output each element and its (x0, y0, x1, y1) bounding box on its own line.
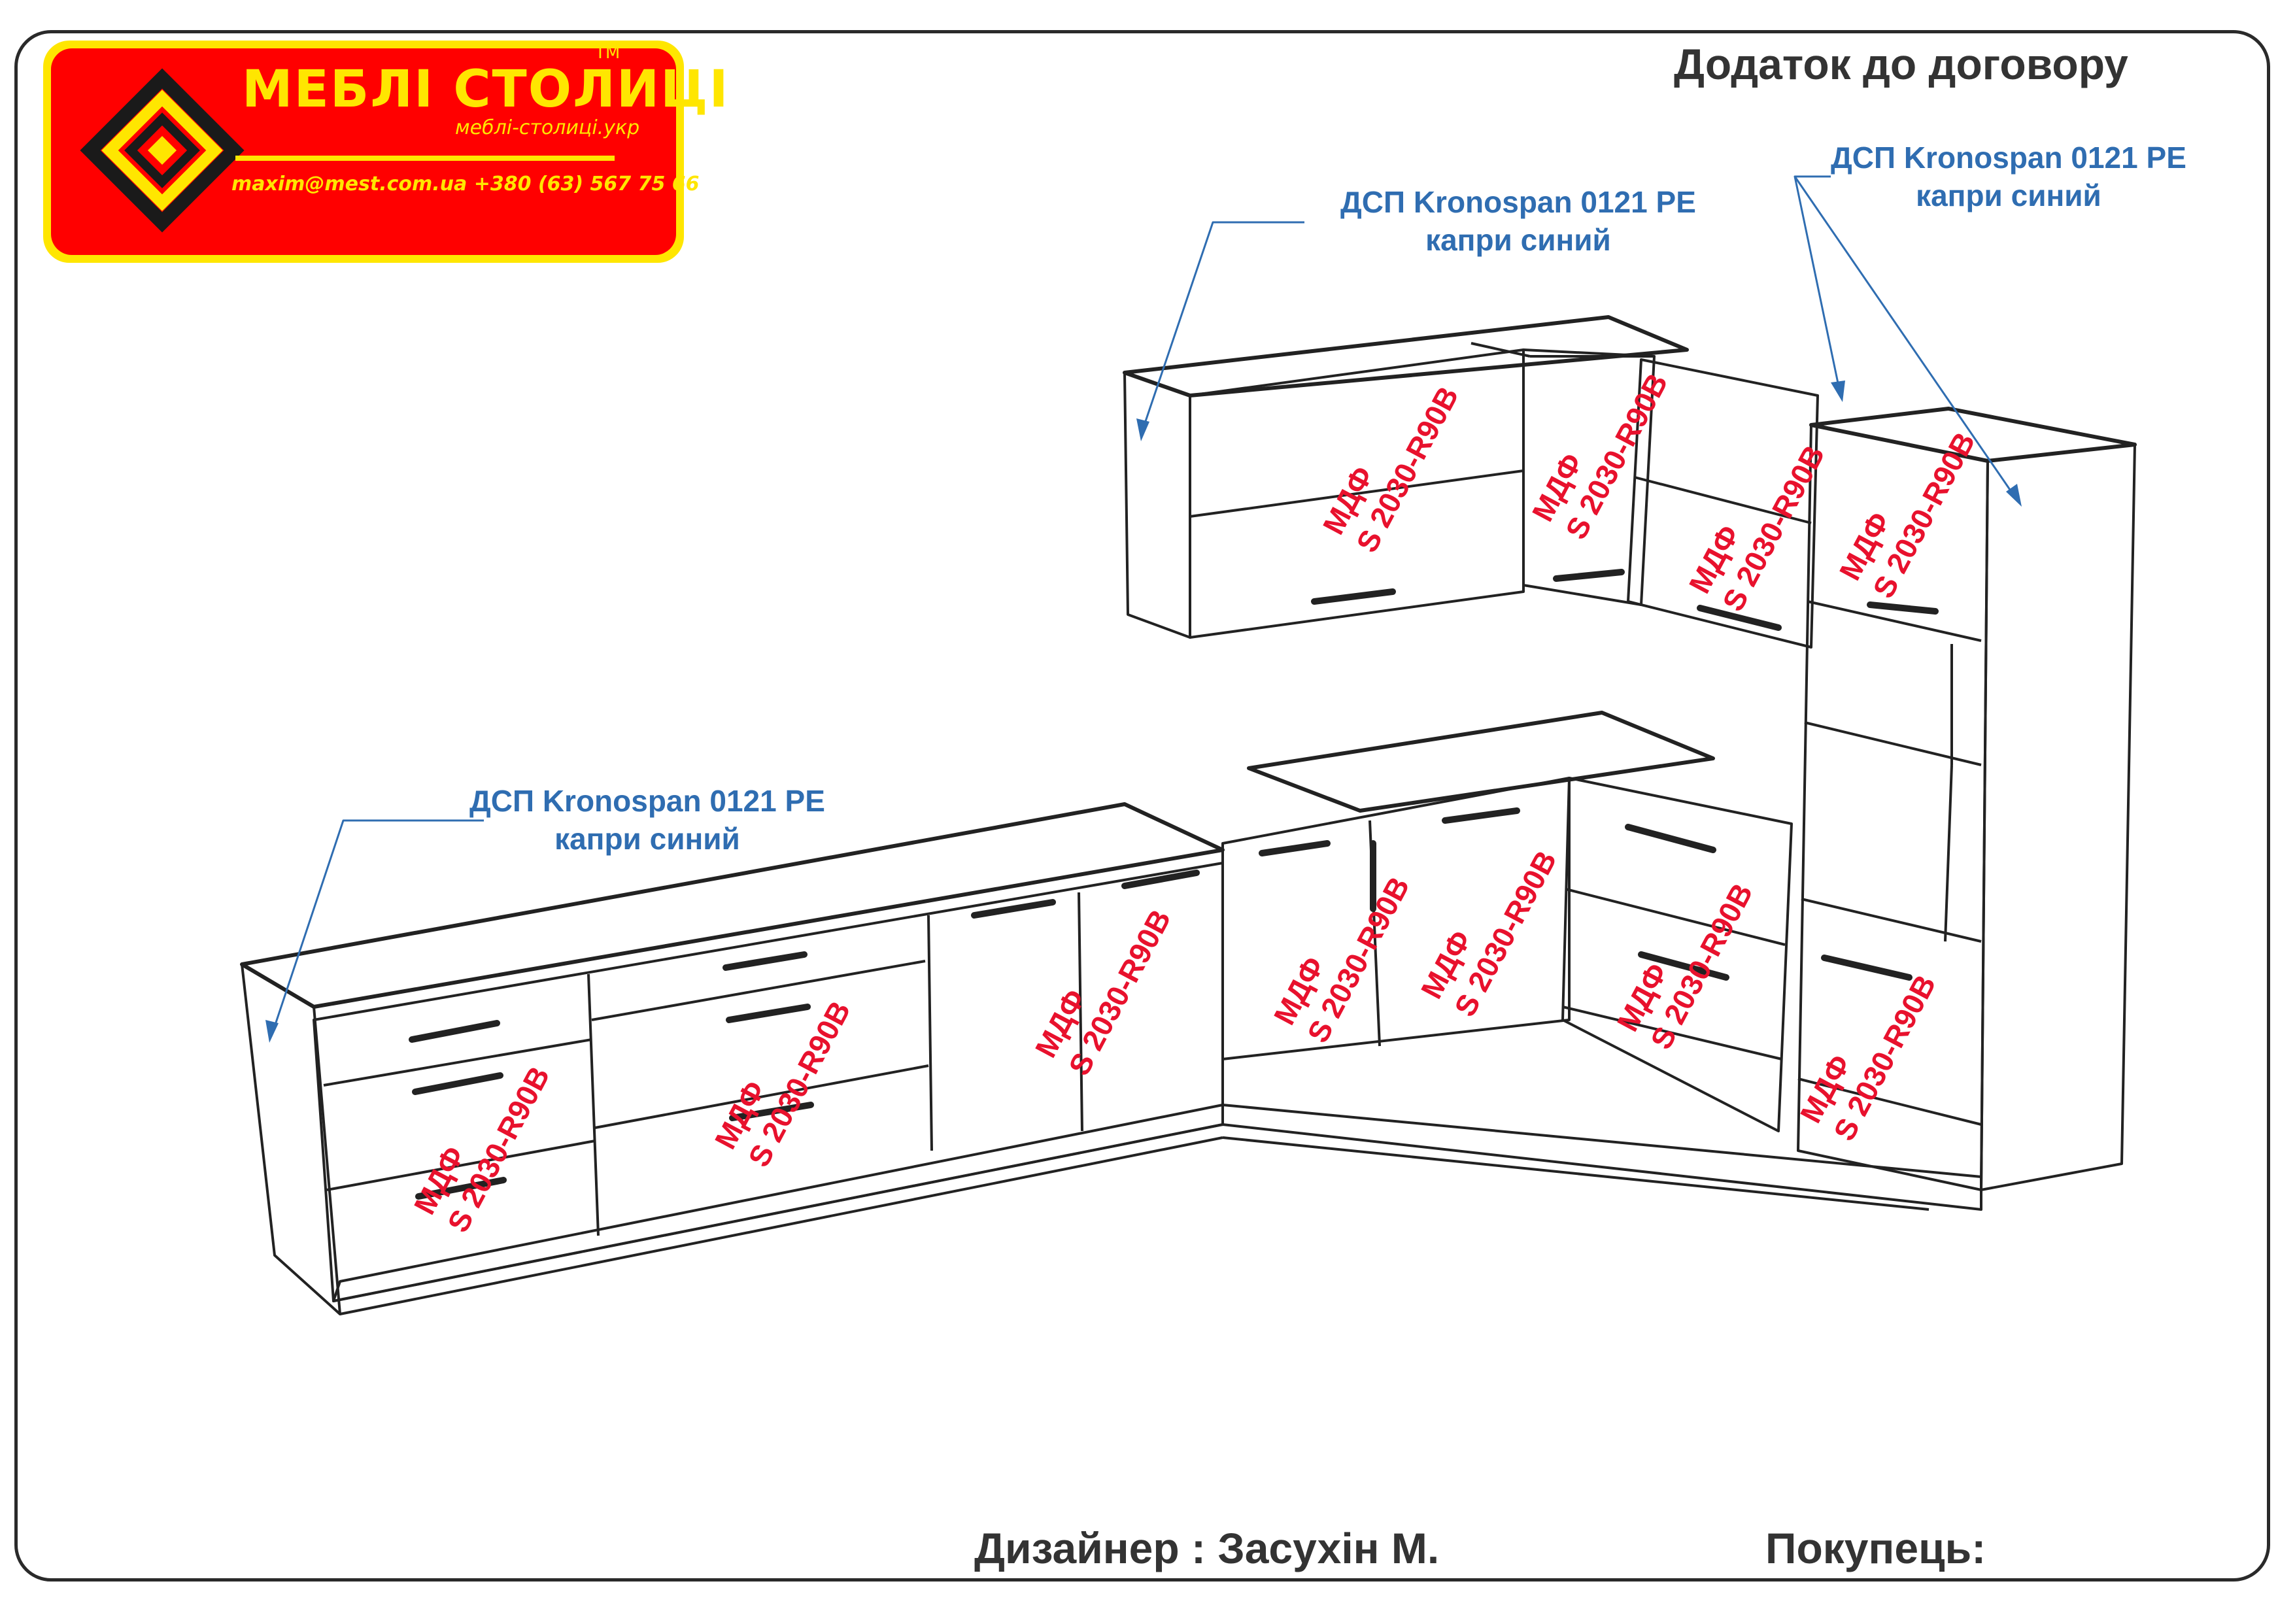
material-note-base: ДСП Kronospan 0121 PE капри синий (469, 782, 825, 858)
logo-website: меблі-столиці.укр (455, 116, 640, 139)
tall-column (1797, 407, 2137, 1191)
drawing-frame (14, 30, 2270, 1582)
company-logo (43, 41, 684, 263)
material-note-column: ДСП Kronospan 0121 PE капри синий (1831, 139, 2186, 214)
diamond-icon (80, 68, 245, 233)
material-note-upper: ДСП Kronospan 0121 PE капри синий (1340, 183, 1696, 259)
logo-brand-name: МЕБЛІ СТОЛИЦІ (242, 60, 730, 119)
leader-lines (270, 175, 2018, 1037)
customer-label: Покупець: (1765, 1524, 1986, 1572)
note-line-1: ДСП Kronospan 0121 PE (469, 784, 825, 818)
handles (409, 569, 1939, 1200)
note-line-2: капри синий (1425, 223, 1611, 257)
logo-trademark: TM (595, 43, 620, 63)
base-cabinets-corner (1221, 711, 1793, 1132)
logo-divider (235, 156, 615, 161)
note-line-2: капри синий (1916, 178, 2101, 212)
designer-name: Дизайнер : Засухін М. (974, 1524, 1440, 1572)
base-cabinets-left (240, 802, 1982, 1315)
page-title: Додаток до договору (1674, 40, 2128, 88)
note-line-1: ДСП Kronospan 0121 PE (1340, 185, 1696, 219)
upper-cabinets (1123, 315, 1819, 649)
arrow-heads (265, 381, 2022, 1043)
note-line-2: капри синий (554, 822, 740, 856)
note-line-1: ДСП Kronospan 0121 PE (1831, 141, 2186, 175)
logo-contacts: maxim@mest.com.ua +380 (63) 567 75 66 (231, 173, 700, 195)
